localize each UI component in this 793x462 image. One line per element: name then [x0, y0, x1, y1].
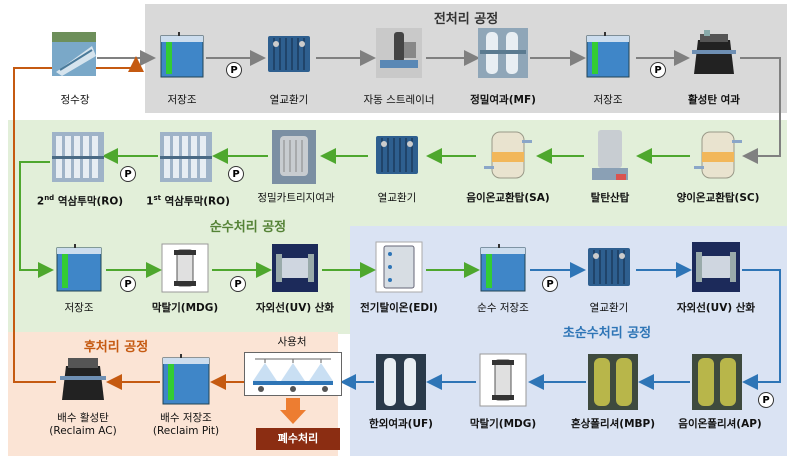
pump-icon: P — [228, 166, 244, 182]
pump-icon: P — [230, 276, 246, 292]
polisher-vessel-icon — [588, 354, 638, 410]
polisher-vessel-icon — [692, 354, 742, 410]
pump-icon: P — [758, 392, 774, 408]
equipment-label: 혼상폴리셔(MBP) — [570, 418, 656, 430]
heat-exchanger-icon — [268, 36, 310, 72]
equipment-label: 정밀카트리지여과 — [257, 192, 335, 204]
heat-exchanger-icon — [588, 248, 630, 286]
uv-unit-icon — [692, 242, 740, 292]
equipment-label-ro-2nd: 2nd 역삼투막(RO) — [36, 194, 124, 208]
pump-icon: P — [120, 276, 136, 292]
user-point-label: 사용처 — [277, 336, 307, 348]
equipment-label: 막탈기(MDG) — [151, 302, 219, 314]
equipment-label: 저장조 — [64, 302, 94, 314]
post-treatment-title: 후처리 공정 — [83, 340, 149, 355]
equipment-label: 탈탄산탑 — [590, 192, 630, 204]
equipment-label: 자동 스트레이너 — [363, 94, 435, 106]
cartridge-filter-icon — [272, 130, 316, 184]
tank-icon — [162, 354, 210, 405]
uf-housing-icon — [376, 354, 426, 410]
equipment-label: 열교환기 — [589, 302, 629, 314]
equipment-label: 저장조 — [167, 94, 197, 106]
pure-water-title: 순수처리 공정 — [209, 220, 287, 235]
ro-rack-icon — [52, 132, 104, 182]
equipment-label: 막탈기(MDG) — [469, 418, 537, 430]
ultrapure-water-title: 초순수처리 공정 — [562, 326, 652, 341]
equipment-label: 저장조 — [593, 94, 623, 106]
pump-icon: P — [542, 276, 558, 292]
equipment-label: 활성탄 여과 — [688, 94, 740, 106]
pump-icon: P — [650, 62, 666, 78]
heat-exchanger-icon — [376, 136, 418, 174]
equipment-label: 음이온교환탑(SA) — [466, 192, 550, 204]
wastewater-treatment-box: 폐수처리 — [256, 428, 340, 450]
ro-rack-icon — [160, 132, 212, 182]
strainer-icon — [376, 28, 422, 78]
equipment-label: 전기탈이온(EDI) — [360, 302, 438, 314]
equipment-label: 양이온교환탑(SC) — [676, 192, 760, 204]
carbon-filter-icon — [692, 30, 736, 74]
equipment-label: 한외여과(UF) — [369, 418, 433, 430]
equipment-label: 열교환기 — [377, 192, 417, 204]
equipment-label: 정밀여과(MF) — [470, 94, 536, 106]
ion-exchange-tower-icon — [484, 131, 532, 179]
pump-icon: P — [226, 62, 242, 78]
tank-icon — [480, 244, 526, 292]
equipment-label-ro-1st: 1st 역삼투막(RO) — [146, 194, 230, 208]
equipment-label: 음이온폴리셔(AP) — [678, 418, 762, 430]
membrane-degasser-icon — [161, 243, 209, 293]
membrane-degasser-icon — [479, 353, 527, 407]
user-point-box — [244, 352, 342, 396]
carbon-filter-icon — [60, 358, 106, 400]
pump-icon: P — [120, 166, 136, 182]
tank-icon — [586, 32, 630, 78]
equipment-label: 배수 활성탄(Reclaim AC) — [49, 412, 117, 437]
water-plant-icon — [52, 32, 96, 76]
decarbonator-icon — [592, 130, 628, 180]
spray-nozzle-icon — [253, 358, 333, 392]
tank-icon — [160, 32, 204, 78]
filter-housing-icon — [478, 28, 528, 78]
equipment-label: 열교환기 — [269, 94, 309, 106]
equipment-label: 정수장 — [60, 94, 90, 106]
equipment-label: 자외선(UV) 산화 — [255, 302, 335, 314]
equipment-label: 순수 저장조 — [477, 302, 529, 314]
edi-module-icon — [375, 241, 423, 293]
equipment-label: 자외선(UV) 산화 — [676, 302, 756, 314]
tank-icon — [56, 244, 102, 292]
pretreatment-title: 전처리 공정 — [433, 12, 499, 27]
equipment-label: 배수 저장조(Reclaim Pit) — [152, 412, 220, 437]
uv-unit-icon — [272, 244, 318, 292]
ion-exchange-tower-icon — [694, 131, 742, 179]
